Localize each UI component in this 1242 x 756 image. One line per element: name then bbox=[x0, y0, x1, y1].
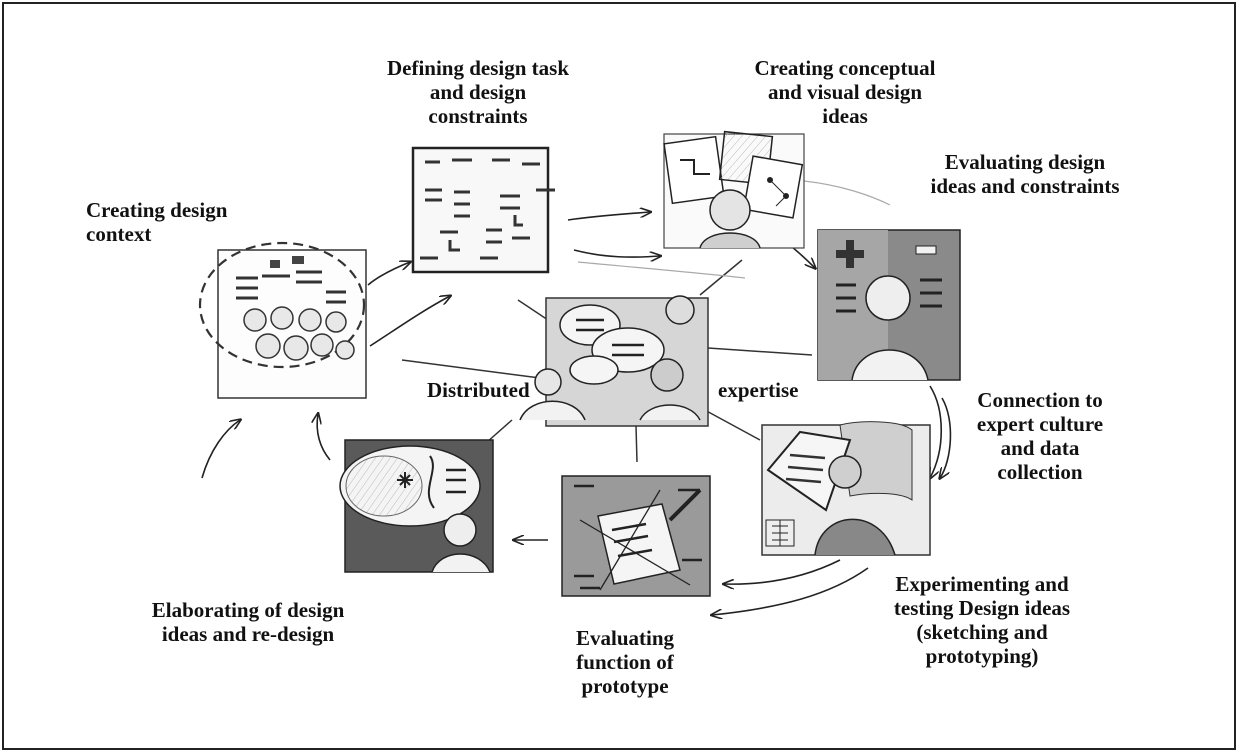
panel-evaluating-function bbox=[561, 475, 711, 597]
panel-evaluating-ideas bbox=[817, 229, 961, 381]
panel-connection bbox=[761, 421, 931, 556]
faint-arrows bbox=[577, 180, 891, 279]
panel-creating-ideas bbox=[663, 130, 805, 249]
panel-creating-context bbox=[198, 241, 367, 399]
panel-center-expertise bbox=[519, 295, 709, 427]
panel-elaborating bbox=[339, 439, 494, 573]
panel-defining-task bbox=[411, 146, 555, 274]
label-expertise: expertise bbox=[718, 378, 799, 402]
label-distributed: Distributed bbox=[427, 378, 530, 402]
